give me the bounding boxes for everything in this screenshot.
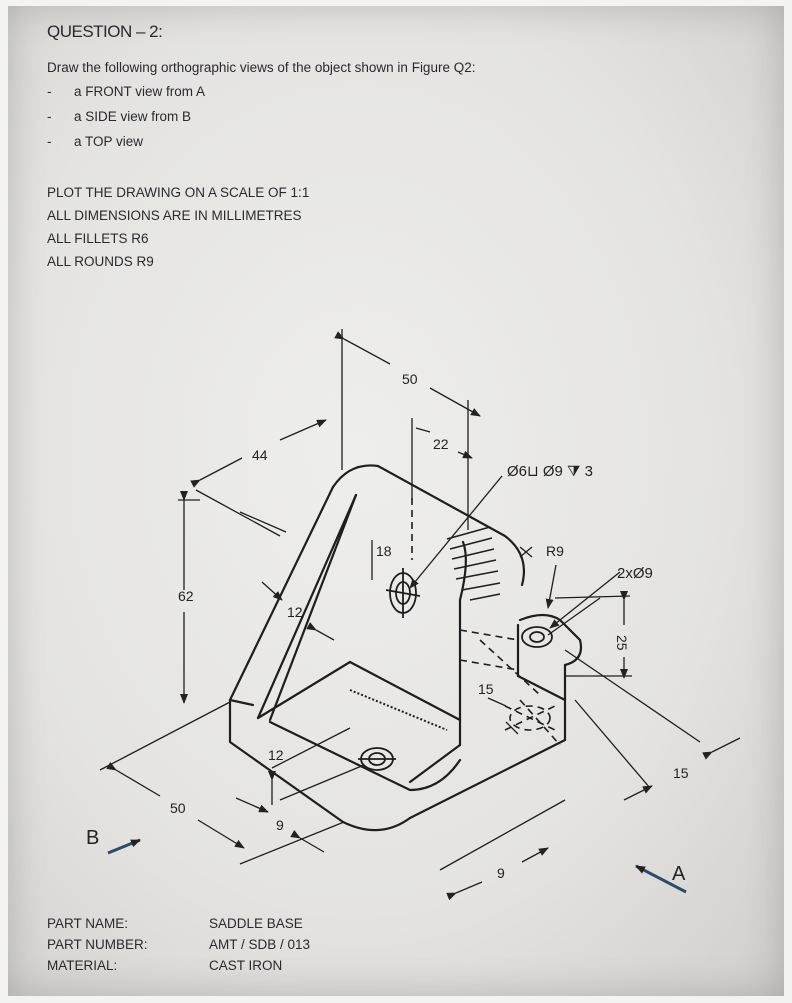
hole-wing: [521, 626, 553, 648]
note-fillets: ALL FILLETS R6: [47, 231, 149, 246]
dim-50-top: 50: [402, 371, 418, 387]
material-label: MATERIAL:: [47, 958, 118, 973]
object-outline: [228, 464, 583, 832]
material-value: CAST IRON: [209, 958, 283, 973]
dimension-texts: 50 22 44 Ø6⊔ Ø9 ⧩ 3 R9 2xØ9 18 62 12 25 …: [170, 371, 689, 881]
dim-62: 62: [178, 588, 194, 604]
dim-12-rib: 12: [287, 604, 303, 620]
dim-44: 44: [252, 447, 268, 463]
dim-50-left: 50: [170, 800, 186, 816]
dim-r9: R9: [546, 543, 564, 559]
hole-base: [358, 747, 396, 771]
dim-9-left: 9: [276, 817, 284, 833]
note-scale: PLOT THE DRAWING ON A SCALE OF 1:1: [47, 185, 310, 200]
bullet-dash: -: [47, 134, 52, 149]
part-name-value: SADDLE BASE: [209, 916, 303, 931]
note-rounds: ALL ROUNDS R9: [47, 254, 154, 269]
view-label-b: B: [86, 827, 99, 849]
view-top-text: a TOP view: [74, 134, 144, 149]
hatch-lines: [446, 526, 501, 601]
view-label-a: A: [672, 863, 686, 885]
dim-15-mid: 15: [478, 681, 494, 697]
note-units: ALL DIMENSIONS ARE IN MILLIMETRES: [47, 208, 302, 223]
paper-sheet: [8, 6, 784, 996]
hole-callout: Ø6⊔ Ø9 ⧩ 3: [507, 463, 593, 480]
view-side-text: a SIDE view from B: [74, 109, 192, 124]
dim-18: 18: [376, 543, 392, 559]
dim-2x-holes: 2xØ9: [617, 565, 653, 582]
view-arrow-b: B: [86, 827, 141, 855]
part-number-value: AMT / SDB / 013: [209, 937, 311, 952]
dim-22: 22: [433, 436, 449, 452]
hidden-lines: [411, 498, 561, 746]
part-number-label: PART NUMBER:: [47, 937, 148, 952]
view-arrow-a: A: [635, 863, 687, 894]
rib-edge-dotted: [349, 689, 448, 731]
bullet-dash: -: [47, 109, 52, 124]
question-title: QUESTION – 2:: [47, 22, 163, 41]
drawing-notes: PLOT THE DRAWING ON A SCALE OF 1:1 ALL D…: [47, 185, 309, 277]
hole-upright: [385, 568, 421, 618]
dim-15-right: 15: [673, 765, 689, 781]
view-front-text: a FRONT view from A: [74, 84, 206, 99]
dim-25: 25: [614, 635, 630, 651]
part-name-label: PART NAME:: [47, 916, 129, 931]
dim-9-bottom: 9: [497, 865, 505, 881]
dimension-lines: [99, 329, 741, 901]
question-instruction: Draw the following orthographic views of…: [47, 60, 476, 75]
dim-12-low: 12: [268, 747, 284, 763]
bullet-dash: -: [47, 84, 52, 99]
